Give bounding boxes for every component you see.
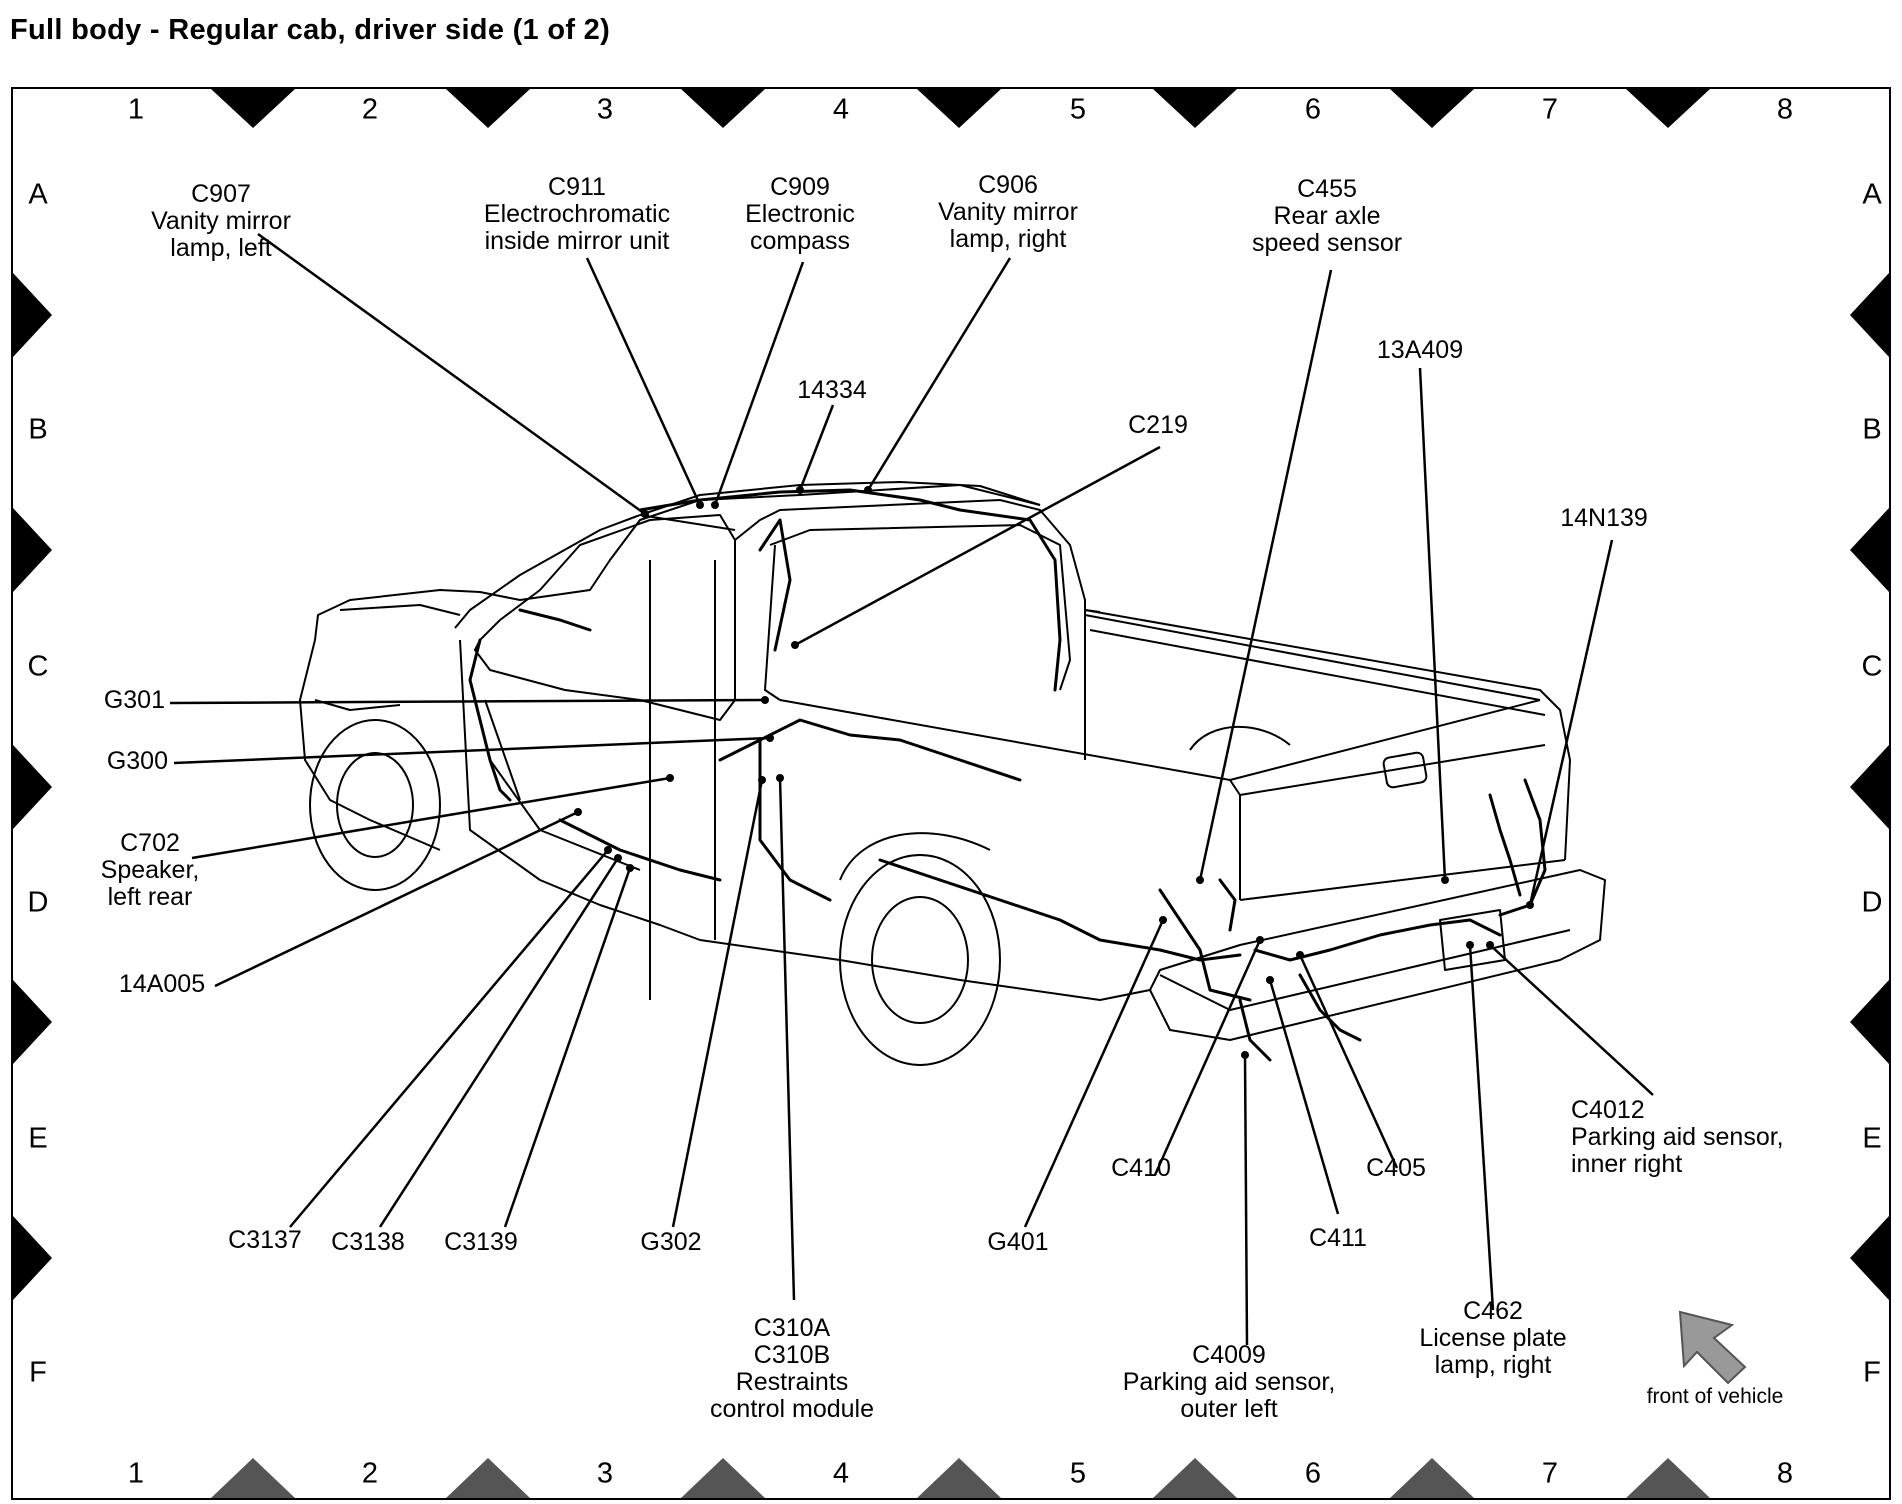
label-c219: C219 xyxy=(1128,411,1188,439)
grid-marker-top-5 xyxy=(1153,89,1237,128)
label-g301: G301 xyxy=(103,686,165,714)
label-14n139: 14N139 xyxy=(1560,504,1648,532)
grid-col-bottom-7: 7 xyxy=(1541,1457,1559,1490)
grid-row-right-B: B xyxy=(1862,413,1882,446)
leader-arrowheads xyxy=(574,486,1534,1059)
front-of-vehicle-label: front of vehicle xyxy=(1646,1385,1784,1408)
label-14a005: 14A005 xyxy=(118,970,206,998)
label-g302: G302 xyxy=(640,1228,702,1256)
grid-marker-right-4 xyxy=(1850,980,1889,1064)
grid-marker-left-2 xyxy=(13,508,52,592)
grid-marker-left-1 xyxy=(13,273,52,357)
label-c3139: C3139 xyxy=(444,1228,518,1256)
grid-border-markers xyxy=(13,89,1889,1498)
grid-marker-bottom-5 xyxy=(1153,1458,1237,1498)
grid-row-left-E: E xyxy=(28,1122,48,1155)
grid-col-bottom-5: 5 xyxy=(1069,1457,1087,1490)
grid-marker-bottom-7 xyxy=(1626,1458,1710,1498)
grid-col-bottom-6: 6 xyxy=(1304,1457,1322,1490)
grid-marker-right-1 xyxy=(1850,273,1889,357)
grid-marker-bottom-1 xyxy=(211,1458,295,1498)
grid-marker-top-2 xyxy=(446,89,530,128)
label-g300: G300 xyxy=(106,747,168,775)
grid-row-left-D: D xyxy=(27,886,49,919)
grid-marker-top-6 xyxy=(1390,89,1474,128)
grid-marker-right-2 xyxy=(1850,508,1889,592)
grid-row-right-C: C xyxy=(1861,650,1883,683)
label-13a409: 13A409 xyxy=(1376,336,1464,364)
grid-marker-bottom-3 xyxy=(681,1458,765,1498)
grid-col-top-7: 7 xyxy=(1541,93,1559,126)
grid-marker-left-4 xyxy=(13,980,52,1064)
grid-marker-top-1 xyxy=(211,89,295,128)
label-g401: G401 xyxy=(987,1228,1049,1256)
grid-row-right-F: F xyxy=(1863,1356,1881,1389)
label-c411: C411 xyxy=(1309,1224,1367,1252)
grid-col-bottom-1: 1 xyxy=(127,1457,145,1490)
grid-marker-right-3 xyxy=(1850,745,1889,829)
label-c3138: C3138 xyxy=(331,1228,405,1256)
grid-marker-left-3 xyxy=(13,745,52,829)
page-title: Full body - Regular cab, driver side (1 … xyxy=(10,14,611,46)
grid-row-left-A: A xyxy=(28,178,48,211)
grid-row-left-F: F xyxy=(29,1356,47,1389)
label-c405: C405 xyxy=(1366,1154,1426,1182)
grid-col-top-3: 3 xyxy=(596,93,614,126)
grid-marker-right-5 xyxy=(1850,1216,1889,1300)
grid-col-bottom-3: 3 xyxy=(596,1457,614,1490)
grid-row-left-C: C xyxy=(27,650,49,683)
grid-marker-bottom-6 xyxy=(1390,1458,1474,1498)
grid-col-bottom-4: 4 xyxy=(832,1457,850,1490)
grid-col-bottom-8: 8 xyxy=(1776,1457,1794,1490)
grid-marker-top-7 xyxy=(1626,89,1710,128)
grid-row-left-B: B xyxy=(28,413,48,446)
label-c3137: C3137 xyxy=(228,1226,302,1254)
grid-col-top-6: 6 xyxy=(1304,93,1322,126)
grid-marker-top-4 xyxy=(917,89,1001,128)
grid-col-top-5: 5 xyxy=(1069,93,1087,126)
grid-marker-bottom-4 xyxy=(917,1458,1001,1498)
grid-row-right-E: E xyxy=(1862,1122,1882,1155)
leader-lines xyxy=(169,232,1654,1346)
grid-col-top-8: 8 xyxy=(1776,93,1794,126)
label-c410: C410 xyxy=(1111,1154,1171,1182)
front-of-vehicle-arrow-icon xyxy=(1678,1310,1747,1385)
grid-marker-left-5 xyxy=(13,1216,52,1300)
grid-col-top-2: 2 xyxy=(361,93,379,126)
grid-row-right-D: D xyxy=(1861,886,1883,919)
grid-col-top-1: 1 xyxy=(127,93,145,126)
diagram-frame xyxy=(11,87,1891,1500)
grid-marker-top-3 xyxy=(681,89,765,128)
grid-row-right-A: A xyxy=(1862,178,1882,211)
grid-col-top-4: 4 xyxy=(832,93,850,126)
label-14334: 14334 xyxy=(797,376,867,404)
grid-marker-bottom-2 xyxy=(446,1458,530,1498)
grid-col-bottom-2: 2 xyxy=(361,1457,379,1490)
